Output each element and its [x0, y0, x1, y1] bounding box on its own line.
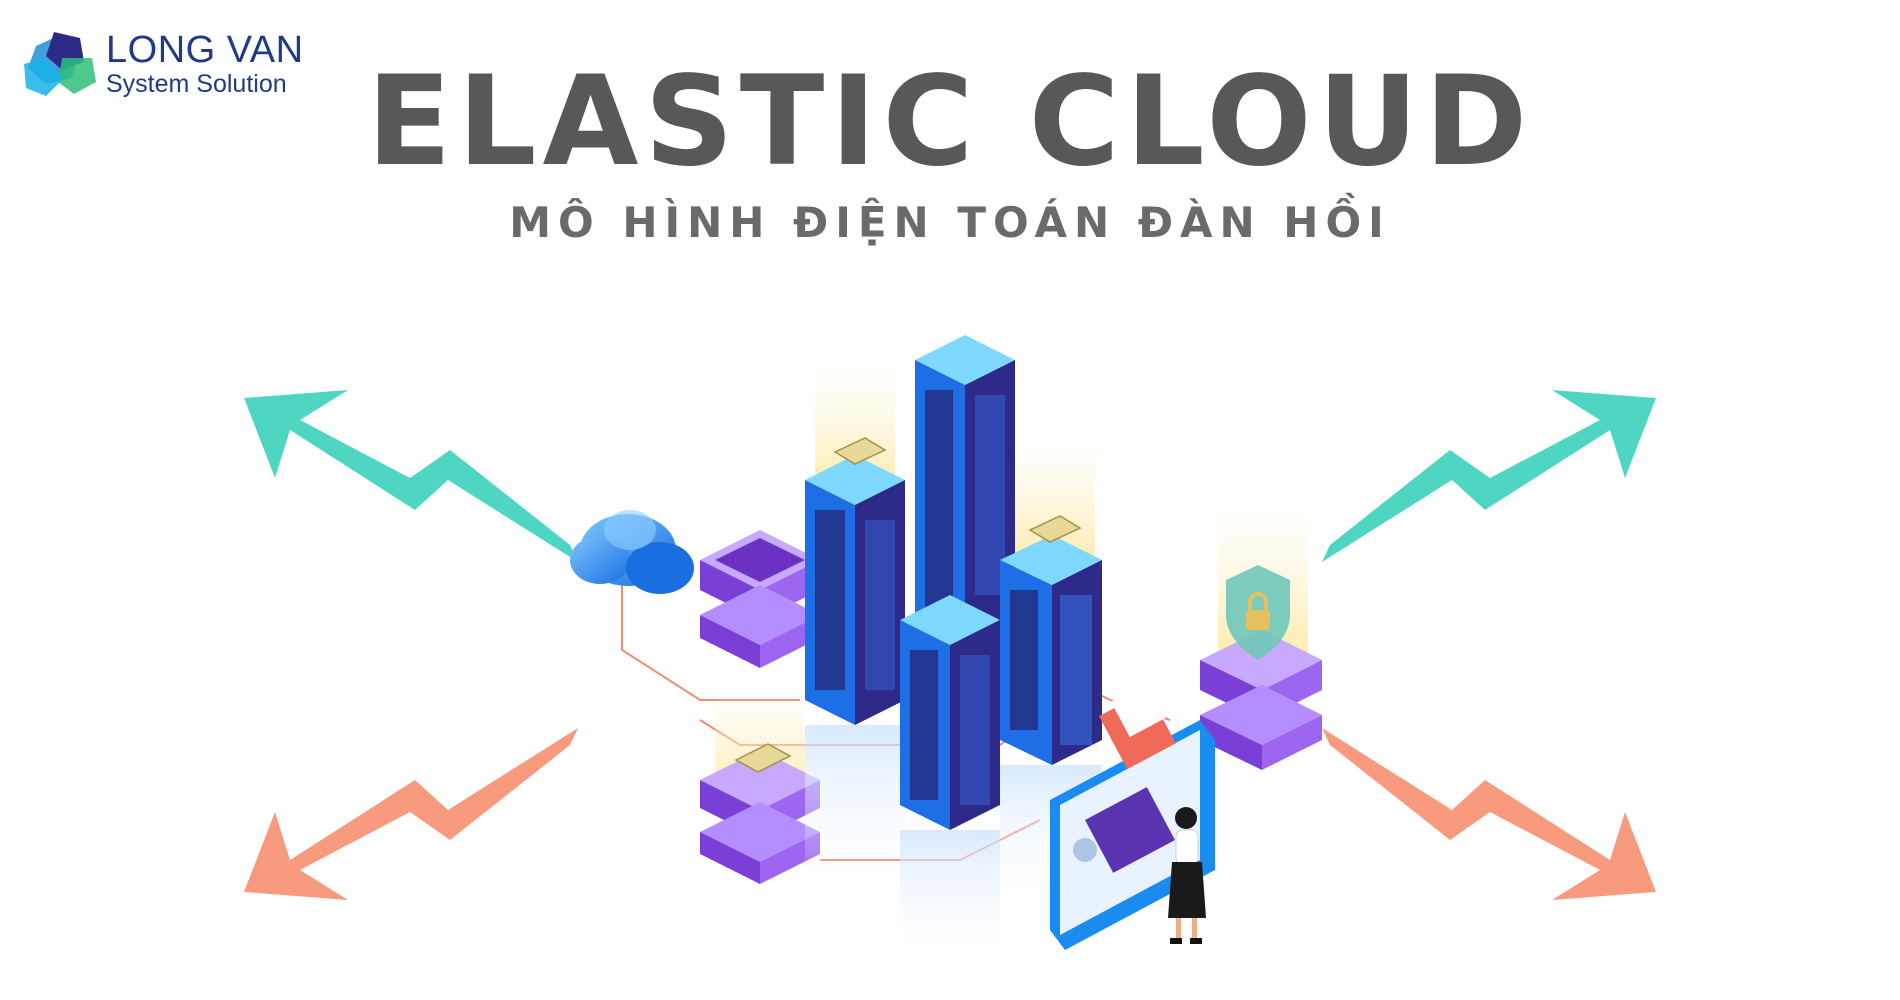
server-tower-icon: [900, 595, 1000, 960]
server-tower-icon: [915, 335, 1015, 640]
decline-arrow-icon: [244, 728, 578, 900]
server-tower-icon: [805, 365, 905, 895]
envelope-icon: [1028, 515, 1082, 543]
document-screen-icon: [1050, 682, 1215, 950]
page-title: ELASTIC CLOUD: [366, 50, 1534, 194]
storage-stack: [700, 690, 820, 884]
envelope-icon: [734, 743, 792, 773]
brand-logo: LONG VAN System Solution: [18, 28, 304, 100]
logo-tagline: System Solution: [106, 70, 287, 98]
decline-arrow-icon: [1322, 728, 1656, 900]
cloud-icon: [570, 510, 694, 594]
logo-mark-icon: [24, 32, 96, 96]
page-subtitle: MÔ HÌNH ĐIỆN TOÁN ĐÀN HỒI: [509, 198, 1391, 247]
growth-arrow-icon: [244, 390, 578, 562]
growth-arrow-icon: [1322, 390, 1656, 562]
envelope-icon: [833, 437, 887, 465]
logo-name: LONG VAN: [106, 29, 304, 71]
person-icon: [1168, 807, 1206, 944]
storage-stack: [700, 530, 820, 668]
shield-lock-icon: [1226, 565, 1290, 660]
